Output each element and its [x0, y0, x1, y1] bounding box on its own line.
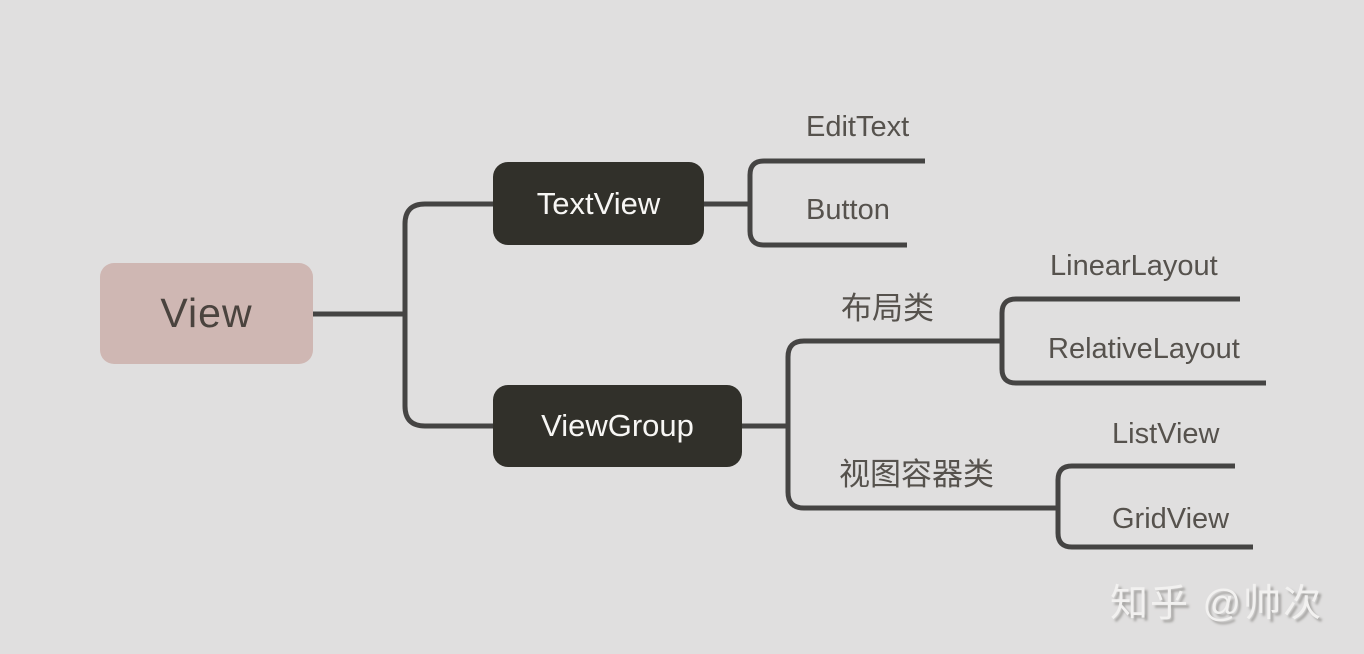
- node-button: Button: [806, 194, 890, 226]
- node-textview: TextView: [493, 162, 704, 245]
- node-linearlayout: LinearLayout: [1050, 250, 1218, 282]
- node-view-label: View: [160, 290, 253, 336]
- connector-viewgroup-children: [785, 338, 1058, 511]
- connector-layoutcat-children: [999, 296, 1266, 386]
- node-edittext: EditText: [806, 111, 910, 143]
- node-listview: ListView: [1112, 418, 1220, 450]
- node-viewgroup: ViewGroup: [493, 385, 742, 467]
- node-layout-category: 布局类: [841, 291, 934, 326]
- node-viewgroup-label: ViewGroup: [541, 408, 694, 443]
- connector-containercat-children: [1055, 463, 1253, 550]
- node-container-category: 视图容器类: [839, 457, 994, 492]
- node-gridview: GridView: [1112, 503, 1230, 535]
- connector-view-children: [402, 201, 493, 429]
- node-textview-label: TextView: [536, 185, 661, 221]
- connector-textview-children: [747, 158, 925, 248]
- zhihu-watermark: 知乎 @帅次: [1110, 583, 1324, 625]
- node-relativelayout: RelativeLayout: [1048, 333, 1240, 365]
- node-view: View: [100, 263, 313, 364]
